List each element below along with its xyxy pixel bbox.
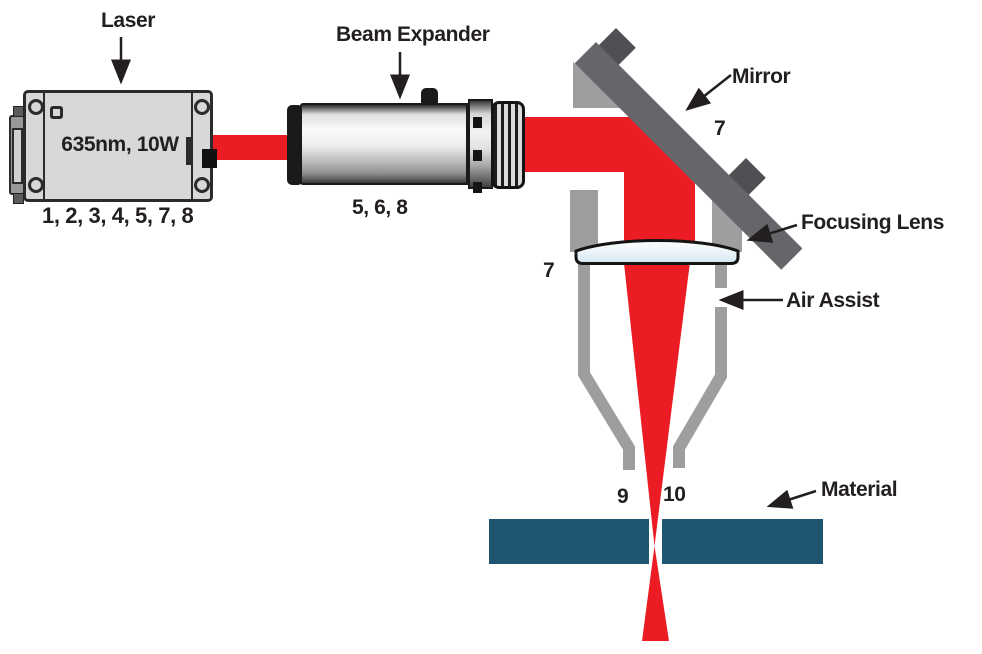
expander-entry-cap [287,105,303,185]
laser-connector [9,106,25,204]
focusing-lens-label: Focusing Lens [801,211,944,234]
expander-knurled-ring [491,101,525,189]
laser-label: Laser [101,9,156,32]
nozzle-ref-left: 9 [617,485,629,508]
screw-icon [194,177,210,193]
mirror-pointer-arrow [685,74,732,111]
laser-indicator-window [50,106,63,119]
connector-socket [12,128,23,184]
ring-set-screw [473,182,482,193]
lens-holder-left [570,190,598,252]
expander-adjust-ring [468,99,493,193]
ring-set-screw [473,150,482,161]
laser-output-slot [186,137,191,165]
air-assist-label: Air Assist [786,289,880,312]
beam-expander-device [287,86,529,208]
laser-spec-text: 635nm, 10W [61,133,179,156]
laser-ref-numbers: 1, 2, 3, 4, 5, 7, 8 [42,203,194,228]
material-slab-right [662,519,823,564]
material-slab-left [489,519,649,564]
material-pointer-arrow [766,489,817,509]
nozzle-wall-right-lower [673,307,727,468]
beam-diverging-below-focus [642,546,669,641]
laser-device: 635nm, 10W [9,90,217,204]
screw-icon [28,177,44,193]
expander-barrel [300,103,468,185]
laser-end-plate-left [43,93,45,199]
mirror-label: Mirror [732,65,791,88]
beam-expander-to-lens [520,117,695,252]
nozzle-ref-right: 10 [663,483,686,506]
nozzle-wall-left [578,258,635,470]
focusing-lens-ref-number: 7 [543,259,555,282]
mirror-ref-number: 7 [714,117,726,140]
beam-expander-label: Beam Expander [336,23,490,46]
focusing-lens-shape [574,239,740,265]
connector-screw-post [13,106,24,117]
screw-icon [194,99,210,115]
material-label: Material [821,478,898,501]
expander-lock-knob [421,88,438,105]
screw-icon [28,99,44,115]
laser-output-aperture [202,149,217,168]
connector-screw-post [13,193,24,204]
beam-expander-ref-numbers: 5, 6, 8 [352,196,408,219]
laser-end-plate-right [191,93,193,199]
focusing-lens-pointer-arrow [746,223,798,243]
mirror-shape [574,42,803,270]
beam-converging-cone [623,254,691,546]
ring-set-screw [473,117,482,128]
